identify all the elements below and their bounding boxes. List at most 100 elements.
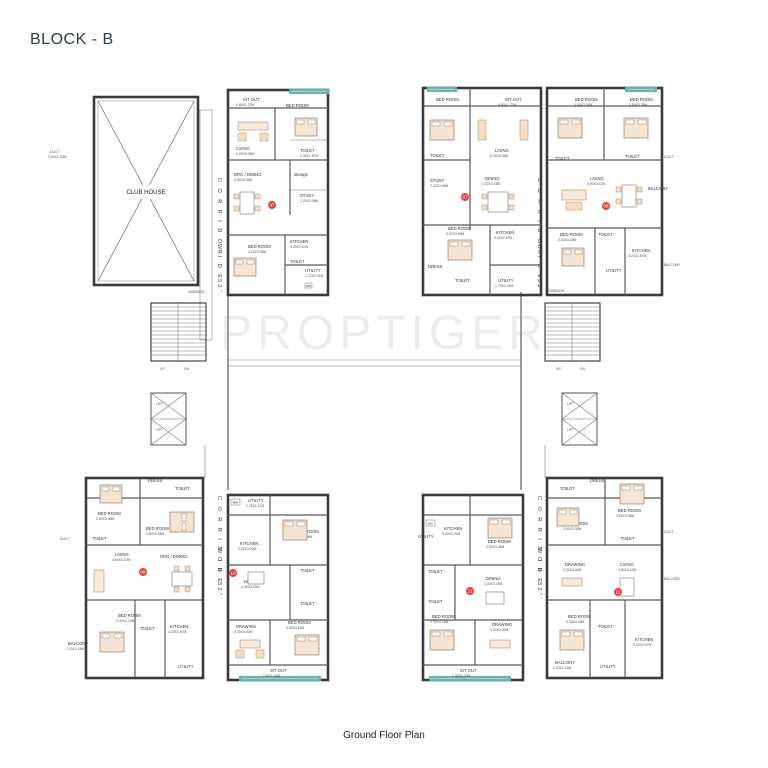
staircase-right: UP DN bbox=[544, 302, 601, 371]
svg-text:3.30X4.16M: 3.30X4.16M bbox=[558, 238, 576, 242]
svg-text:DUCT: DUCT bbox=[664, 155, 673, 159]
svg-text:BED ROOM: BED ROOM bbox=[618, 508, 641, 513]
svg-text:TOILET: TOILET bbox=[428, 599, 443, 604]
svg-text:W I D E: W I D E bbox=[216, 548, 222, 584]
corridor-label-4: C O R R I D O R bbox=[536, 496, 542, 574]
svg-text:52": 52" bbox=[216, 582, 222, 598]
svg-text:3.30X3.40M: 3.30X3.40M bbox=[490, 628, 508, 632]
svg-text:52": 52" bbox=[536, 279, 542, 295]
svg-text:3.20X2.57M: 3.20X2.57M bbox=[290, 245, 308, 249]
corridor-label-3: C O R R I D O R bbox=[216, 496, 222, 574]
svg-text:W I D E: W I D E bbox=[536, 548, 542, 584]
svg-text:UP: UP bbox=[160, 367, 165, 371]
svg-text:3.50X3.35M: 3.50X3.35M bbox=[563, 527, 581, 531]
svg-text:KITCHEN: KITCHEN bbox=[632, 248, 650, 253]
unit-bottom-right: TOILET DRESS BED ROOM 3.50X3.35M BED ROO… bbox=[545, 476, 681, 680]
svg-text:BED ROOM: BED ROOM bbox=[296, 529, 319, 534]
svg-text:08: 08 bbox=[603, 204, 609, 209]
svg-text:KITCHEN: KITCHEN bbox=[635, 637, 653, 642]
svg-text:1.70X2.24M: 1.70X2.24M bbox=[495, 284, 513, 288]
svg-text:DUCT: DUCT bbox=[50, 150, 59, 154]
svg-text:3.50X3.35M: 3.50X3.35M bbox=[629, 103, 647, 107]
svg-text:BED ROOM: BED ROOM bbox=[286, 103, 309, 108]
svg-text:BED ROOM: BED ROOM bbox=[248, 244, 271, 249]
svg-text:3.30X3.40M: 3.30X3.40M bbox=[234, 630, 252, 634]
svg-text:4.60X3.10M: 4.60X3.10M bbox=[112, 558, 130, 562]
svg-text:4.30X3.15M: 4.30X3.15M bbox=[484, 582, 502, 586]
svg-text:TOILET: TOILET bbox=[290, 259, 305, 264]
svg-text:TOILET: TOILET bbox=[175, 486, 190, 491]
svg-text:DUCT: DUCT bbox=[60, 537, 69, 541]
svg-text:BED ROOM: BED ROOM bbox=[118, 613, 141, 618]
svg-text:TOILET: TOILET bbox=[300, 148, 315, 153]
svg-text:BALCONY: BALCONY bbox=[68, 641, 88, 646]
svg-text:BED ROOM: BED ROOM bbox=[288, 620, 311, 625]
unit-bottom-left: DRESS TOILET BED ROOM 3.50X3.35M BED ROO… bbox=[60, 476, 205, 680]
svg-text:3.50X3.35M: 3.50X3.35M bbox=[616, 514, 634, 518]
svg-text:TOILET: TOILET bbox=[428, 569, 443, 574]
svg-text:3.50X3.35M: 3.50X3.35M bbox=[486, 545, 504, 549]
svg-text:TOILET: TOILET bbox=[555, 156, 570, 161]
svg-text:2.20X3.05M: 2.20X3.05M bbox=[300, 199, 318, 203]
svg-text:DINING: DINING bbox=[485, 176, 500, 181]
svg-text:LIFT: LIFT bbox=[567, 428, 574, 432]
svg-text:3.50X3.35M: 3.50X3.35M bbox=[146, 532, 164, 536]
svg-text:6.20X3.35M: 6.20X3.35M bbox=[490, 154, 508, 158]
unit-top-center-right: BED ROOM SIT OUT 4.80X1.22M TOILET LIVIN… bbox=[421, 86, 543, 297]
svg-text:KITCHEN: KITCHEN bbox=[240, 541, 258, 546]
svg-text:3.20X3.20M: 3.20X3.20M bbox=[442, 532, 460, 536]
svg-text:3.50X3.35M: 3.50X3.35M bbox=[574, 103, 592, 107]
svg-text:10: 10 bbox=[230, 571, 236, 576]
svg-text:3.20X2.57M: 3.20X2.57M bbox=[628, 254, 646, 258]
lift-left: LIFT LIFT bbox=[150, 392, 187, 446]
svg-text:DRESS: DRESS bbox=[148, 478, 163, 483]
svg-text:3.20X2.57M: 3.20X2.57M bbox=[494, 236, 512, 240]
svg-text:STUDY: STUDY bbox=[300, 193, 314, 198]
corridor-label-1: C O R R I D O R bbox=[216, 178, 222, 256]
svg-text:DRAWING: DRAWING bbox=[565, 562, 585, 567]
svg-text:6.20X3.35M: 6.20X3.35M bbox=[236, 152, 254, 156]
svg-text:BALCONY: BALCONY bbox=[664, 577, 681, 581]
svg-text:TOILET: TOILET bbox=[625, 154, 640, 159]
svg-text:LIFT: LIFT bbox=[156, 428, 163, 432]
svg-text:GARBAGE: GARBAGE bbox=[548, 289, 566, 293]
svg-text:SIT OUT: SIT OUT bbox=[460, 668, 477, 673]
svg-text:TOILET: TOILET bbox=[620, 536, 635, 541]
svg-text:3.20X3.20M: 3.20X3.20M bbox=[238, 547, 256, 551]
svg-text:UTILITY: UTILITY bbox=[606, 268, 622, 273]
svg-text:BED ROOM: BED ROOM bbox=[630, 97, 653, 102]
central-corridor bbox=[227, 292, 522, 490]
unit-top-right: BED ROOM 3.50X3.35M BED ROOM 3.50X3.35M … bbox=[545, 86, 681, 297]
svg-text:SIT OUT: SIT OUT bbox=[505, 97, 522, 102]
svg-text:4.60X3.10M: 4.60X3.10M bbox=[587, 182, 605, 186]
svg-text:0.60X1.22M: 0.60X1.22M bbox=[48, 155, 66, 159]
svg-text:W I D E: W I D E bbox=[216, 244, 222, 280]
svg-text:DRAWING: DRAWING bbox=[492, 622, 512, 627]
svg-text:SIT OUT: SIT OUT bbox=[270, 668, 287, 673]
svg-text:LIVING: LIVING bbox=[236, 146, 250, 151]
svg-text:3.20X2.57M: 3.20X2.57M bbox=[168, 630, 186, 634]
svg-text:STUDY: STUDY bbox=[430, 178, 444, 183]
svg-text:BED ROOM: BED ROOM bbox=[98, 511, 121, 516]
svg-text:DRESS: DRESS bbox=[428, 264, 443, 269]
svg-text:BED ROOM: BED ROOM bbox=[436, 97, 459, 102]
svg-text:52": 52" bbox=[216, 279, 222, 295]
svg-text:LIFT: LIFT bbox=[156, 402, 163, 406]
svg-text:WM: WM bbox=[428, 522, 434, 526]
svg-text:09: 09 bbox=[140, 570, 146, 575]
club-house-label: CLUB HOUSE bbox=[126, 190, 165, 196]
svg-text:3.30X4.16M: 3.30X4.16M bbox=[430, 620, 448, 624]
plan-caption: Ground Floor Plan bbox=[343, 730, 425, 741]
lift-right: LIFT LIFT bbox=[561, 392, 598, 446]
svg-text:DRAWING: DRAWING bbox=[236, 624, 256, 629]
svg-text:2.20X3.05M: 2.20X3.05M bbox=[430, 184, 448, 188]
svg-text:4.30X3.15M: 4.30X3.15M bbox=[241, 585, 259, 589]
svg-text:4.30X3.15M: 4.30X3.15M bbox=[482, 182, 500, 186]
svg-text:TOILET: TOILET bbox=[430, 153, 445, 158]
svg-text:3.50X3.35M: 3.50X3.35M bbox=[96, 517, 114, 521]
svg-text:WM: WM bbox=[233, 501, 239, 505]
unit-bottom-center-right: WM KITCHEN 3.20X3.20M UTILITY BED ROOM 3… bbox=[418, 493, 525, 682]
svg-text:3.20X2.57M: 3.20X2.57M bbox=[633, 643, 651, 647]
svg-text:DINING: DINING bbox=[486, 576, 501, 581]
svg-text:DN: DN bbox=[184, 367, 189, 371]
